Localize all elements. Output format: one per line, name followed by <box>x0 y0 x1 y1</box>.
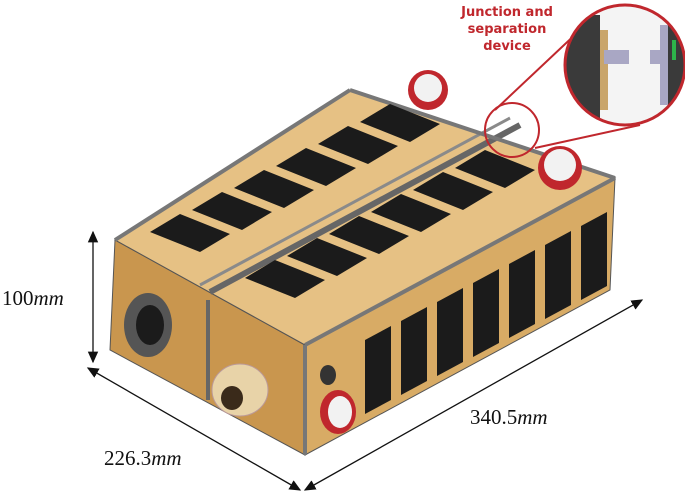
solar-panel <box>287 238 367 276</box>
solar-panel <box>371 194 451 232</box>
solar-panel <box>455 150 535 188</box>
height-value: 100 <box>2 286 34 310</box>
length-dimension-line <box>303 299 644 491</box>
width-label: 226.3mm <box>104 446 182 471</box>
solar-panel <box>401 307 427 395</box>
solar-panel <box>365 326 391 414</box>
separation-spring <box>544 149 576 181</box>
height-label: 100mm <box>2 286 64 311</box>
solar-panel <box>437 288 463 376</box>
payload-lens <box>136 305 164 345</box>
solar-panel <box>329 216 409 254</box>
solar-panel <box>509 250 535 338</box>
callout-line: separation <box>467 22 547 37</box>
width-dimension-line <box>86 367 302 491</box>
length-unit: mm <box>517 405 548 429</box>
solar-panel <box>581 212 607 300</box>
solar-panel <box>150 214 230 252</box>
solar-panel <box>545 231 571 319</box>
divider-rail <box>208 122 522 295</box>
solar-panel <box>473 269 499 357</box>
length-value: 340.5 <box>470 405 518 429</box>
solar-panel <box>276 148 356 186</box>
edge-rail <box>113 88 352 242</box>
callout-line: device <box>483 39 531 54</box>
port <box>320 365 336 385</box>
divider-rail <box>199 116 511 287</box>
separation-spring <box>414 74 442 102</box>
solar-panel <box>318 126 398 164</box>
solar-panel <box>360 104 440 142</box>
height-unit: mm <box>33 286 64 310</box>
callout-line: Junction and <box>461 5 553 20</box>
thruster-nozzle <box>221 386 243 410</box>
solar-panel <box>192 192 272 230</box>
callout-label: Junction and separation device <box>452 4 562 55</box>
width-unit: mm <box>151 446 182 470</box>
solar-panel <box>413 172 493 210</box>
solar-panel <box>234 170 314 208</box>
length-label: 340.5mm <box>470 405 548 430</box>
width-value: 226.3 <box>104 446 152 470</box>
solar-panel <box>245 260 325 298</box>
separation-spring <box>328 396 352 428</box>
